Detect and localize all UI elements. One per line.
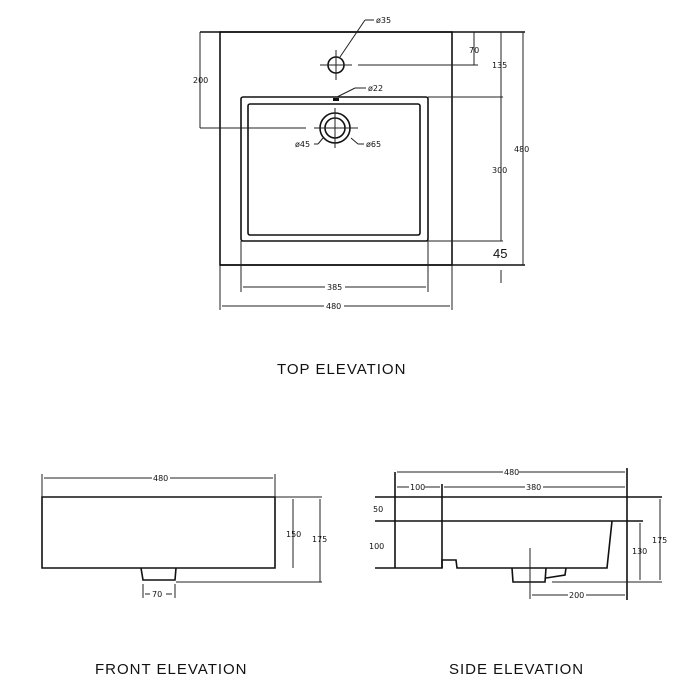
dim-480: 480 xyxy=(504,468,519,477)
top-elevation: ø35 ø22 ø45 ø65 200 70 135 300 480 45 38… xyxy=(193,16,529,378)
dim-200: 200 xyxy=(193,76,208,85)
dim-480-depth: 480 xyxy=(514,145,529,154)
dim-200: 200 xyxy=(569,591,584,600)
front-elevation: 480 150 175 70 FRONT ELEVATION xyxy=(41,474,327,678)
dim-130: 130 xyxy=(632,547,647,556)
overflow-icon xyxy=(333,98,339,101)
side-elevation-title: SIDE ELEVATION xyxy=(449,661,584,678)
dim-70: 70 xyxy=(152,590,162,599)
dim-385: 385 xyxy=(327,283,342,292)
dim-380: 380 xyxy=(526,483,541,492)
side-elevation: 480 100 380 50 100 130 175 200 SIDE ELEV… xyxy=(369,468,667,678)
dim-150: 150 xyxy=(286,530,301,539)
waste-outer-diameter: ø65 xyxy=(366,140,381,149)
dim-100: 100 xyxy=(410,483,425,492)
overflow-diameter: ø22 xyxy=(368,84,383,93)
dim-100-vertical: 100 xyxy=(369,542,384,551)
tap-hole-diameter: ø35 xyxy=(376,16,391,25)
dim-300: 300 xyxy=(492,166,507,175)
dim-480: 480 xyxy=(153,474,168,483)
basin-outline-side xyxy=(375,520,613,569)
dim-45: 45 xyxy=(493,246,507,261)
dim-175: 175 xyxy=(652,536,667,545)
bowl-outer xyxy=(240,96,429,242)
dim-175: 175 xyxy=(312,535,327,544)
basin-outline-front xyxy=(41,496,276,569)
dim-480-width: 480 xyxy=(326,302,341,311)
top-elevation-title: TOP ELEVATION xyxy=(277,361,406,378)
dim-50: 50 xyxy=(373,505,383,514)
bowl-inner xyxy=(247,103,421,236)
waste-inner-diameter: ø45 xyxy=(295,140,310,149)
front-elevation-title: FRONT ELEVATION xyxy=(95,661,248,678)
dim-135: 135 xyxy=(492,61,507,70)
dim-70: 70 xyxy=(469,46,479,55)
